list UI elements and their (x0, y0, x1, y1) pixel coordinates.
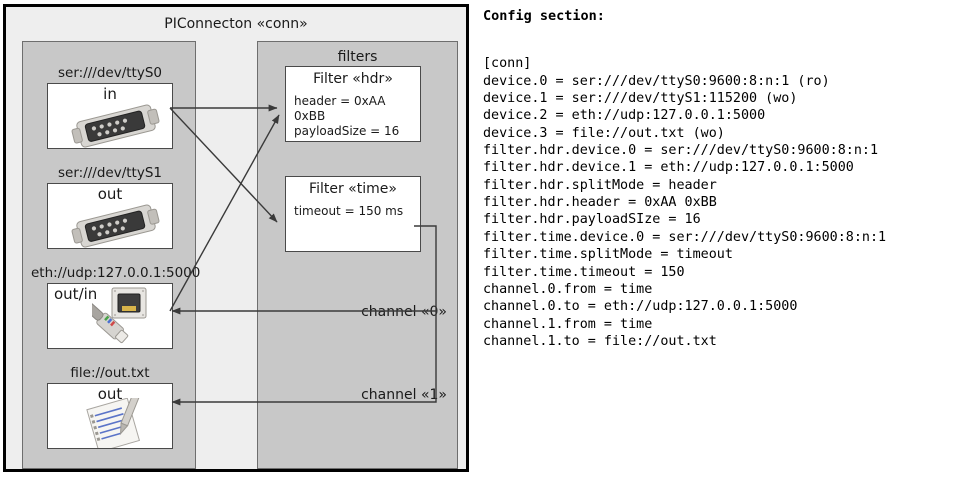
channel-label-1: channel «1» (361, 387, 447, 403)
device-box-eth[interactable]: out/in (47, 283, 173, 349)
device-direction-file: out (97, 385, 123, 403)
diagram-frame: PIConnecton «conn» ser:///dev/ttyS0 in (3, 4, 469, 472)
device-direction-eth: out/in (54, 285, 98, 303)
device-group-ttys0: ser:///dev/ttyS0 in (31, 64, 189, 149)
device-group-ttys1: ser:///dev/ttyS1 out (31, 164, 189, 249)
device-box-ttys1[interactable]: out (47, 183, 173, 249)
ethernet-jack-icon (92, 287, 147, 344)
filter-title-hdr: Filter «hdr» (313, 71, 393, 87)
config-panel: Config section: [conn] device.0 = ser://… (482, 0, 964, 484)
serial-port-icon (71, 204, 160, 248)
filter-prop: header = 0xAA 0xBB (294, 94, 386, 123)
device-label-ttys1: ser:///dev/ttyS1 (58, 165, 162, 181)
filters-panel: filters Filter «hdr» header = 0xAA 0xBB … (257, 41, 458, 469)
config-section-heading: Config section: (483, 8, 605, 24)
filter-box-time[interactable]: Filter «time» timeout = 150 ms (285, 176, 421, 252)
device-box-ttys0[interactable]: in (47, 83, 173, 149)
device-label-ttys0: ser:///dev/ttyS0 (58, 65, 162, 81)
device-box-file[interactable]: out (47, 383, 173, 449)
filter-prop: timeout = 150 ms (294, 204, 404, 218)
device-label-eth: eth://udp:127.0.0.1:5000 (31, 265, 201, 281)
device-direction-ttys0: in (103, 85, 117, 103)
device-group-eth: eth://udp:127.0.0.1:5000 out/in (31, 264, 201, 349)
filter-props-hdr: header = 0xAA 0xBB payloadSize = 16 (286, 94, 420, 139)
diagram-title: PIConnecton «conn» (164, 16, 308, 32)
filter-props-time: timeout = 150 ms (286, 204, 420, 219)
device-label-file: file://out.txt (70, 365, 150, 381)
filter-box-hdr[interactable]: Filter «hdr» header = 0xAA 0xBB payloadS… (285, 66, 421, 142)
filter-prop: payloadSize = 16 (294, 124, 400, 138)
text-document-icon (86, 398, 141, 448)
serial-port-icon (71, 104, 160, 148)
device-direction-ttys1: out (97, 185, 123, 203)
device-group-file: file://out.txt out (31, 364, 189, 449)
filters-panel-title: filters (337, 49, 378, 65)
channel-label-0: channel «0» (361, 304, 447, 320)
config-section-text: [conn] device.0 = ser:///dev/ttyS0:9600:… (483, 56, 887, 349)
devices-panel: ser:///dev/ttyS0 in (22, 41, 201, 469)
filter-title-time: Filter «time» (309, 181, 397, 197)
